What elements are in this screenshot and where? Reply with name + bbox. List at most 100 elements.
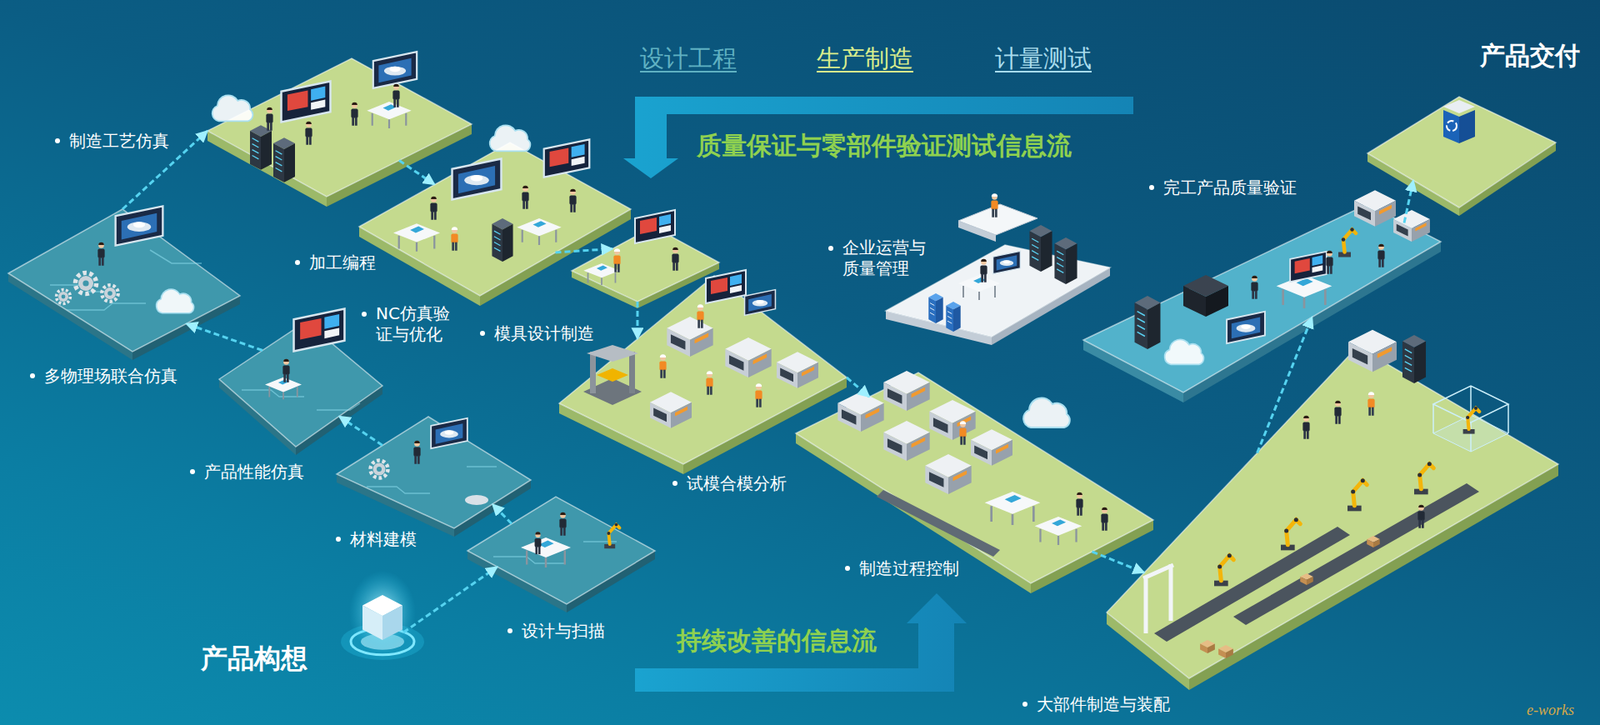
stage-header: 生产制造 bbox=[816, 43, 914, 74]
tile-shape bbox=[359, 142, 631, 306]
tile-top bbox=[885, 245, 1110, 337]
control-cabinet bbox=[1402, 335, 1426, 384]
tile-shape bbox=[559, 275, 847, 475]
platform-tile: 材料建模 bbox=[336, 416, 531, 537]
concept-cube bbox=[362, 595, 403, 640]
stage-header: 设计工程 bbox=[640, 43, 737, 74]
flow-connector bbox=[339, 416, 383, 446]
cloud-icon bbox=[490, 125, 531, 151]
pedestal-glow bbox=[340, 623, 425, 660]
engineer-figure bbox=[282, 359, 290, 383]
cloud-icon bbox=[1023, 397, 1070, 428]
tile-top bbox=[8, 209, 240, 352]
server-rack bbox=[1054, 237, 1077, 285]
tile-top bbox=[207, 58, 472, 197]
measuring-machine bbox=[1135, 295, 1161, 350]
flow-connector bbox=[846, 377, 870, 397]
delivery-box bbox=[1443, 100, 1475, 144]
platform-tile: 大部件制造与装配 bbox=[1106, 346, 1559, 690]
platform-tile: 完工产品质量验证 bbox=[1083, 204, 1441, 403]
platform-tile: NC仿真验 证与优化 bbox=[571, 226, 720, 309]
engineer-figure bbox=[535, 531, 542, 555]
tile-top bbox=[1083, 204, 1441, 393]
control-panel bbox=[745, 290, 776, 316]
tile-shape bbox=[207, 58, 472, 207]
stage-label: 多物理场联合仿真 bbox=[25, 365, 178, 387]
display-screen bbox=[373, 51, 417, 89]
tile-shape bbox=[885, 245, 1110, 345]
stage-heading: 产品交付 bbox=[1480, 40, 1580, 72]
stage-header: 计量测试 bbox=[995, 43, 1092, 74]
flow-connector bbox=[635, 301, 639, 340]
stage-label: 材料建模 bbox=[331, 529, 417, 550]
server-rack bbox=[273, 137, 295, 183]
stage-heading: 产品构想 bbox=[200, 641, 308, 675]
tile-top bbox=[336, 416, 531, 529]
tile-shape bbox=[8, 209, 240, 360]
stage-label: NC仿真验 证与优化 bbox=[357, 303, 476, 345]
engineer-figure bbox=[980, 259, 987, 283]
tile-top bbox=[467, 496, 655, 605]
stage-label: 模具设计制造 bbox=[475, 323, 595, 345]
tile-top bbox=[795, 372, 1154, 584]
stage-label: 企业运营与 质量管理 bbox=[824, 237, 943, 280]
stage-label: 制造工艺仿真 bbox=[50, 130, 170, 152]
stage-label: 产品性能仿真 bbox=[185, 461, 305, 483]
platform-tile: 模具设计制造试模合模分析 bbox=[559, 275, 847, 475]
flow-connector bbox=[403, 566, 498, 633]
pedestal-ring bbox=[350, 628, 415, 655]
tile-shape bbox=[571, 226, 720, 309]
flow-title: 质量保证与零部件验证测试信息流 bbox=[696, 130, 1072, 162]
server-rack bbox=[491, 218, 513, 262]
platform-tile: 企业运营与 质量管理 bbox=[885, 245, 1110, 345]
server-rack bbox=[1029, 225, 1052, 272]
stage-label: 制造过程控制 bbox=[840, 558, 960, 580]
platform-tile: 制造工艺仿真 bbox=[207, 58, 472, 207]
tile-shape bbox=[1106, 346, 1559, 690]
car-model bbox=[465, 495, 489, 505]
stage-label: 大部件制造与装配 bbox=[1018, 694, 1170, 715]
platform-tile: 制造过程控制 bbox=[795, 372, 1154, 594]
flow-connector bbox=[1404, 180, 1414, 224]
concept-glow bbox=[349, 570, 416, 655]
engineer-figure bbox=[1417, 505, 1425, 529]
platform-tile: 设计与扫描 bbox=[467, 496, 655, 613]
stage-label: 加工编程 bbox=[290, 252, 376, 274]
platform-tile: 产品性能仿真 bbox=[219, 321, 383, 455]
cloud-icon bbox=[212, 95, 254, 121]
stage-label: 完工产品质量验证 bbox=[1145, 177, 1297, 199]
quality-flow-band bbox=[623, 96, 1134, 179]
tile-shape bbox=[795, 372, 1154, 594]
display-screen bbox=[544, 139, 590, 177]
server-rack bbox=[250, 125, 272, 170]
tile-top bbox=[359, 142, 631, 296]
data-server bbox=[945, 301, 960, 332]
tile-shape bbox=[336, 416, 531, 537]
stage-label: 设计与扫描 bbox=[503, 620, 605, 642]
tile-shape bbox=[219, 321, 383, 455]
improvement-flow-band bbox=[635, 593, 967, 692]
flow-connector bbox=[492, 504, 512, 525]
flow-title: 持续改善的信息流 bbox=[676, 625, 877, 657]
flow-connector bbox=[186, 324, 264, 351]
tile-shape bbox=[1083, 204, 1441, 403]
watermark: e-works bbox=[1526, 700, 1575, 720]
raised-ledge bbox=[958, 220, 996, 242]
pedestal-core bbox=[360, 633, 405, 650]
worker-figure bbox=[990, 193, 998, 217]
concept-pedestal: 产品构想 bbox=[340, 623, 425, 660]
platform-tile: 加工编程 bbox=[359, 142, 631, 306]
tile-top bbox=[219, 321, 383, 447]
platform-tile: 产品交付 bbox=[1367, 96, 1556, 216]
worker-figure bbox=[696, 304, 704, 328]
display-screen bbox=[294, 309, 345, 352]
tile-top bbox=[1367, 96, 1556, 208]
tile-shape bbox=[1367, 96, 1556, 216]
tile-shape bbox=[340, 623, 425, 660]
tile-shape bbox=[467, 496, 655, 613]
data-server bbox=[928, 293, 943, 324]
stage-label: 试模合模分析 bbox=[668, 473, 787, 495]
